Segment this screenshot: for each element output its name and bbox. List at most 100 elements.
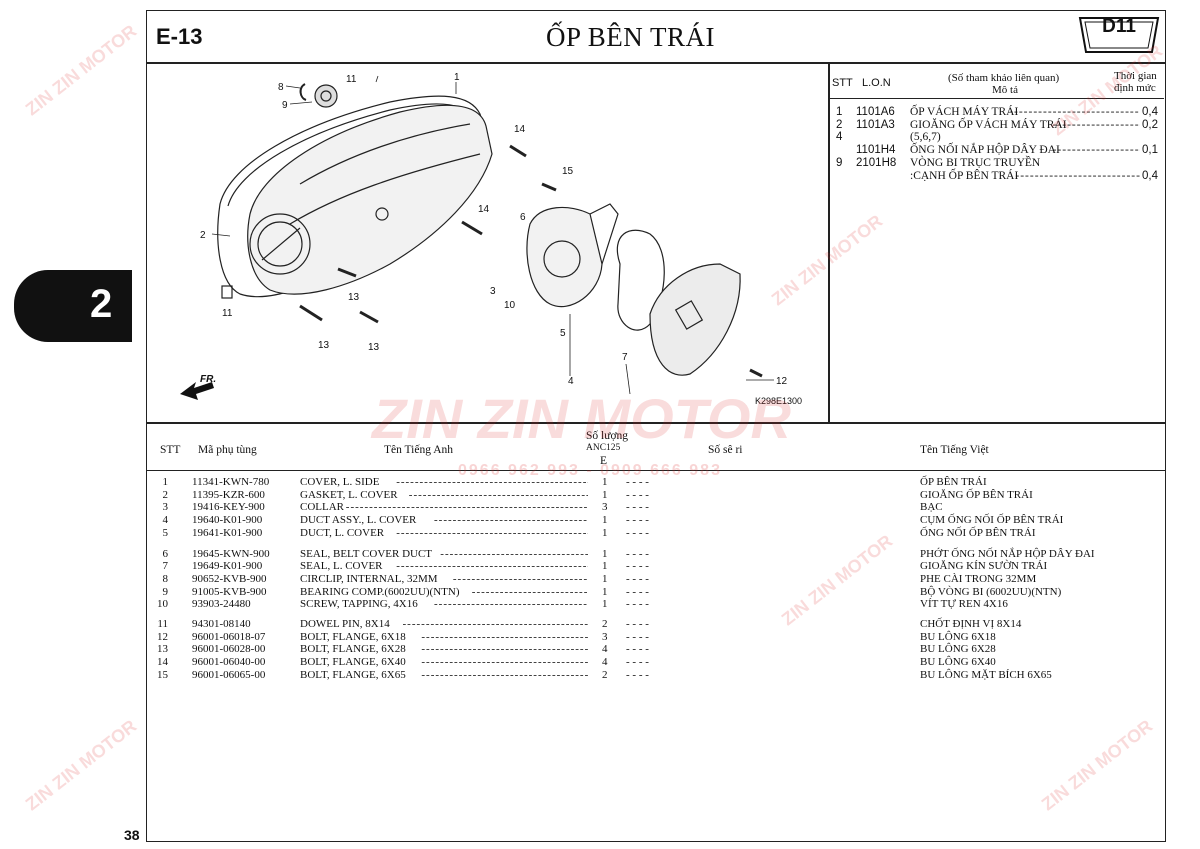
- ref-row-desc: ỐNG NỐI NẮP HỘP DÂY ĐAI: [910, 144, 1060, 156]
- ref-col-stt: STT: [832, 77, 853, 89]
- row-part-no: 11341-KWN-780: [192, 476, 270, 488]
- row-part-no: 90652-KVB-900: [192, 572, 267, 585]
- callout-2: 2: [200, 230, 206, 241]
- row-name-en: COLLAR: [300, 501, 344, 514]
- row-name-vi: BU LÔNG 6X18: [920, 630, 996, 643]
- row-part-no: 96001-06040-00: [192, 656, 266, 669]
- row-serial-dashes: - - - -: [626, 572, 649, 585]
- ref-row-leader: ----------------------------------------…: [1009, 106, 1140, 118]
- ref-col-desc-top: (Số tham khảo liên quan): [948, 72, 1060, 84]
- row-qty: 2: [602, 618, 608, 630]
- callout-13b: 13: [318, 340, 330, 351]
- ref-row-leader: ----------------------------------------…: [1052, 144, 1140, 156]
- callout-8: 8: [278, 82, 284, 93]
- row-qty: 2: [602, 668, 608, 681]
- row-name-en: BOLT, FLANGE, 6X28: [300, 643, 406, 656]
- row-qty: 1: [602, 585, 608, 598]
- row-stt: 9: [162, 585, 169, 598]
- row-serial-dashes: - - - -: [626, 668, 649, 681]
- row-name-en: SEAL, L. COVER: [300, 560, 383, 573]
- row-serial-dashes: - - - -: [626, 618, 649, 630]
- ref-row-stt: 4: [836, 131, 843, 143]
- row-serial-dashes: - - - -: [626, 656, 649, 669]
- row-name-en: BOLT, FLANGE, 6X18: [300, 630, 406, 643]
- chapter-tab-number: 2: [90, 282, 113, 326]
- callout-9: 9: [282, 100, 288, 111]
- row-stt: 10: [157, 598, 168, 611]
- ref-row-lon: 1101H4: [856, 144, 896, 156]
- callout-12: 12: [776, 376, 788, 387]
- ref-row-desc: GIOĂNG ỐP VÁCH MÁY TRÁI: [910, 119, 1067, 131]
- ref-col-time-bottom: định mức: [1114, 82, 1156, 94]
- ref-col-desc-bottom: Mô tả: [992, 84, 1018, 96]
- row-stt: 13: [157, 643, 168, 656]
- watermark-brand-top-left: ZIN ZIN MOTOR: [21, 20, 141, 120]
- callout-3: 3: [490, 286, 496, 297]
- row-serial-dashes: - - - -: [626, 501, 649, 514]
- ref-col-time-top: Thời gian: [1114, 70, 1157, 82]
- row-stt: 3: [162, 501, 169, 514]
- row-serial-dashes: - - - -: [626, 643, 649, 656]
- ref-row-lon: 2101H8: [856, 157, 897, 169]
- row-stt: 2: [162, 488, 169, 501]
- ref-row-time: 0,4: [1142, 170, 1158, 182]
- row-leader: ----------------------------------------…: [421, 656, 588, 669]
- row-name-en: DUCT, L. COVER: [300, 526, 385, 539]
- ref-row-leader: ----------------------------------------…: [1052, 119, 1140, 131]
- row-qty: 4: [602, 656, 608, 669]
- section-code: E-13: [156, 24, 203, 49]
- parts-col-qty-model: ANC125: [586, 443, 621, 453]
- callout-11a: 11: [346, 74, 357, 85]
- row-leader: ----------------------------------------…: [396, 560, 588, 573]
- row-serial-dashes: - - - -: [626, 585, 649, 598]
- watermark-brand-bottom-left: ZIN ZIN MOTOR: [21, 715, 141, 815]
- row-qty: 4: [602, 643, 608, 656]
- row-stt: 15: [157, 668, 168, 681]
- row-part-no: 91005-KVB-900: [192, 585, 267, 598]
- ref-row-stt: 9: [836, 157, 843, 169]
- page-title: ỐP BÊN TRÁI: [546, 22, 716, 52]
- parts-col-name-en: Tên Tiếng Anh: [384, 444, 454, 456]
- row-serial-dashes: - - - -: [626, 514, 649, 527]
- badge-frame-icon: [1078, 17, 1160, 53]
- row-name-vi: ỐP BÊN TRÁI: [920, 476, 987, 488]
- diagram-divider: [146, 422, 1166, 424]
- left-cover-exploded-view: 1 2 3 4 5 6 7 8 9 10 11 11 12 13 13 13 1…: [180, 72, 802, 406]
- row-qty: 3: [602, 630, 608, 643]
- row-part-no: 96001-06018-07: [192, 630, 266, 643]
- row-leader: ----------------------------------------…: [440, 547, 588, 560]
- callout-13c: 13: [368, 342, 380, 353]
- callout-6: 6: [520, 212, 526, 223]
- row-name-vi: CHỐT ĐỊNH VỊ 8X14: [920, 618, 1022, 630]
- row-name-vi: PHỚT ỐNG NỐI NẮP HỘP DÂY ĐAI: [920, 547, 1095, 560]
- row-name-en: BOLT, FLANGE, 6X65: [300, 668, 406, 681]
- row-leader: ----------------------------------------…: [434, 514, 588, 527]
- row-part-no: 19641-K01-900: [192, 526, 263, 539]
- badge-label: D11: [1102, 16, 1136, 37]
- callout-10: 10: [504, 300, 516, 311]
- exploded-diagram: 1 2 3 4 5 6 7 8 9 10 11 11 12 13 13 13 1…: [150, 64, 828, 422]
- row-leader: ----------------------------------------…: [421, 668, 588, 681]
- row-name-vi: GIOĂNG KÍN SƯỜN TRÁI: [920, 560, 1048, 573]
- ref-col-lon: L.O.N: [862, 77, 891, 89]
- front-arrow-icon: [180, 382, 214, 400]
- parts-col-name-vi: Tên Tiếng Việt: [920, 444, 989, 456]
- row-leader: ----------------------------------------…: [421, 643, 588, 656]
- row-stt: 12: [157, 630, 168, 643]
- chapter-tab: 2: [14, 270, 132, 342]
- row-name-vi: ỐNG NỐI ỐP BÊN TRÁI: [920, 526, 1036, 539]
- duct-cover: [649, 263, 741, 376]
- row-stt: 8: [162, 572, 169, 585]
- row-qty: 1: [602, 547, 608, 560]
- row-serial-dashes: - - - -: [626, 526, 649, 539]
- row-leader: ----------------------------------------…: [402, 618, 589, 630]
- parts-col-qty: Số lượng: [586, 430, 629, 442]
- row-serial-dashes: - - - -: [626, 598, 649, 611]
- ref-row-desc: :CẠNH ỐP BÊN TRÁI: [910, 170, 1019, 182]
